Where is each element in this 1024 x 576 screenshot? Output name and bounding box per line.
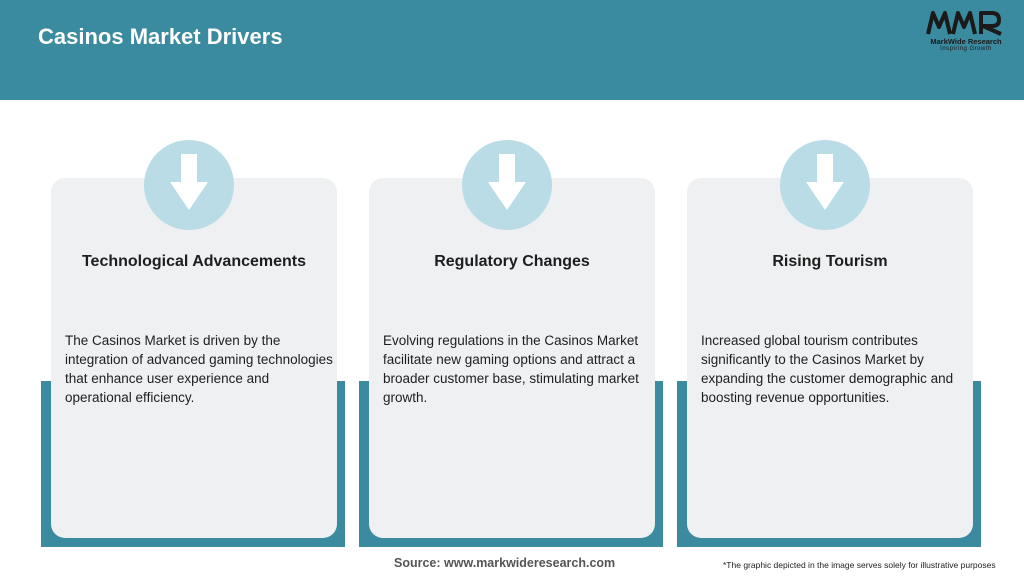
arrow-down-icon xyxy=(462,140,552,230)
driver-card-regulatory-changes: Regulatory Changes Evolving regulations … xyxy=(359,140,663,548)
arrow-down-icon xyxy=(144,140,234,230)
card-description: Evolving regulations in the Casinos Mark… xyxy=(383,333,639,405)
page-title: Casinos Market Drivers xyxy=(38,24,283,49)
markwide-research-logo: MarkWide Research Inspiring Growth xyxy=(918,10,1014,58)
header-banner: Casinos Market Drivers MarkWide Research… xyxy=(0,0,1024,100)
mwr-logo-icon xyxy=(926,11,1002,36)
source-text: Source: www.markwideresearch.com xyxy=(394,556,616,570)
driver-card-technological-advancements: Technological Advancements The Casinos M… xyxy=(41,140,345,548)
card-title: Rising Tourism xyxy=(772,253,888,270)
logo-name: MarkWide Research xyxy=(930,37,1002,46)
logo-tagline: Inspiring Growth xyxy=(940,46,992,52)
arrow-down-icon xyxy=(780,140,870,230)
card-title: Regulatory Changes xyxy=(434,253,590,270)
driver-card-rising-tourism: Rising Tourism Increased global tourism … xyxy=(677,140,981,548)
card-panel xyxy=(51,178,337,538)
card-panel xyxy=(687,178,973,538)
card-panel xyxy=(369,178,655,538)
card-description: Increased global tourism contributes sig… xyxy=(701,333,954,405)
card-description: The Casinos Market is driven by the inte… xyxy=(65,333,333,405)
card-title: Technological Advancements xyxy=(81,253,307,270)
disclaimer-text: *The graphic depicted in the image serve… xyxy=(723,560,996,570)
